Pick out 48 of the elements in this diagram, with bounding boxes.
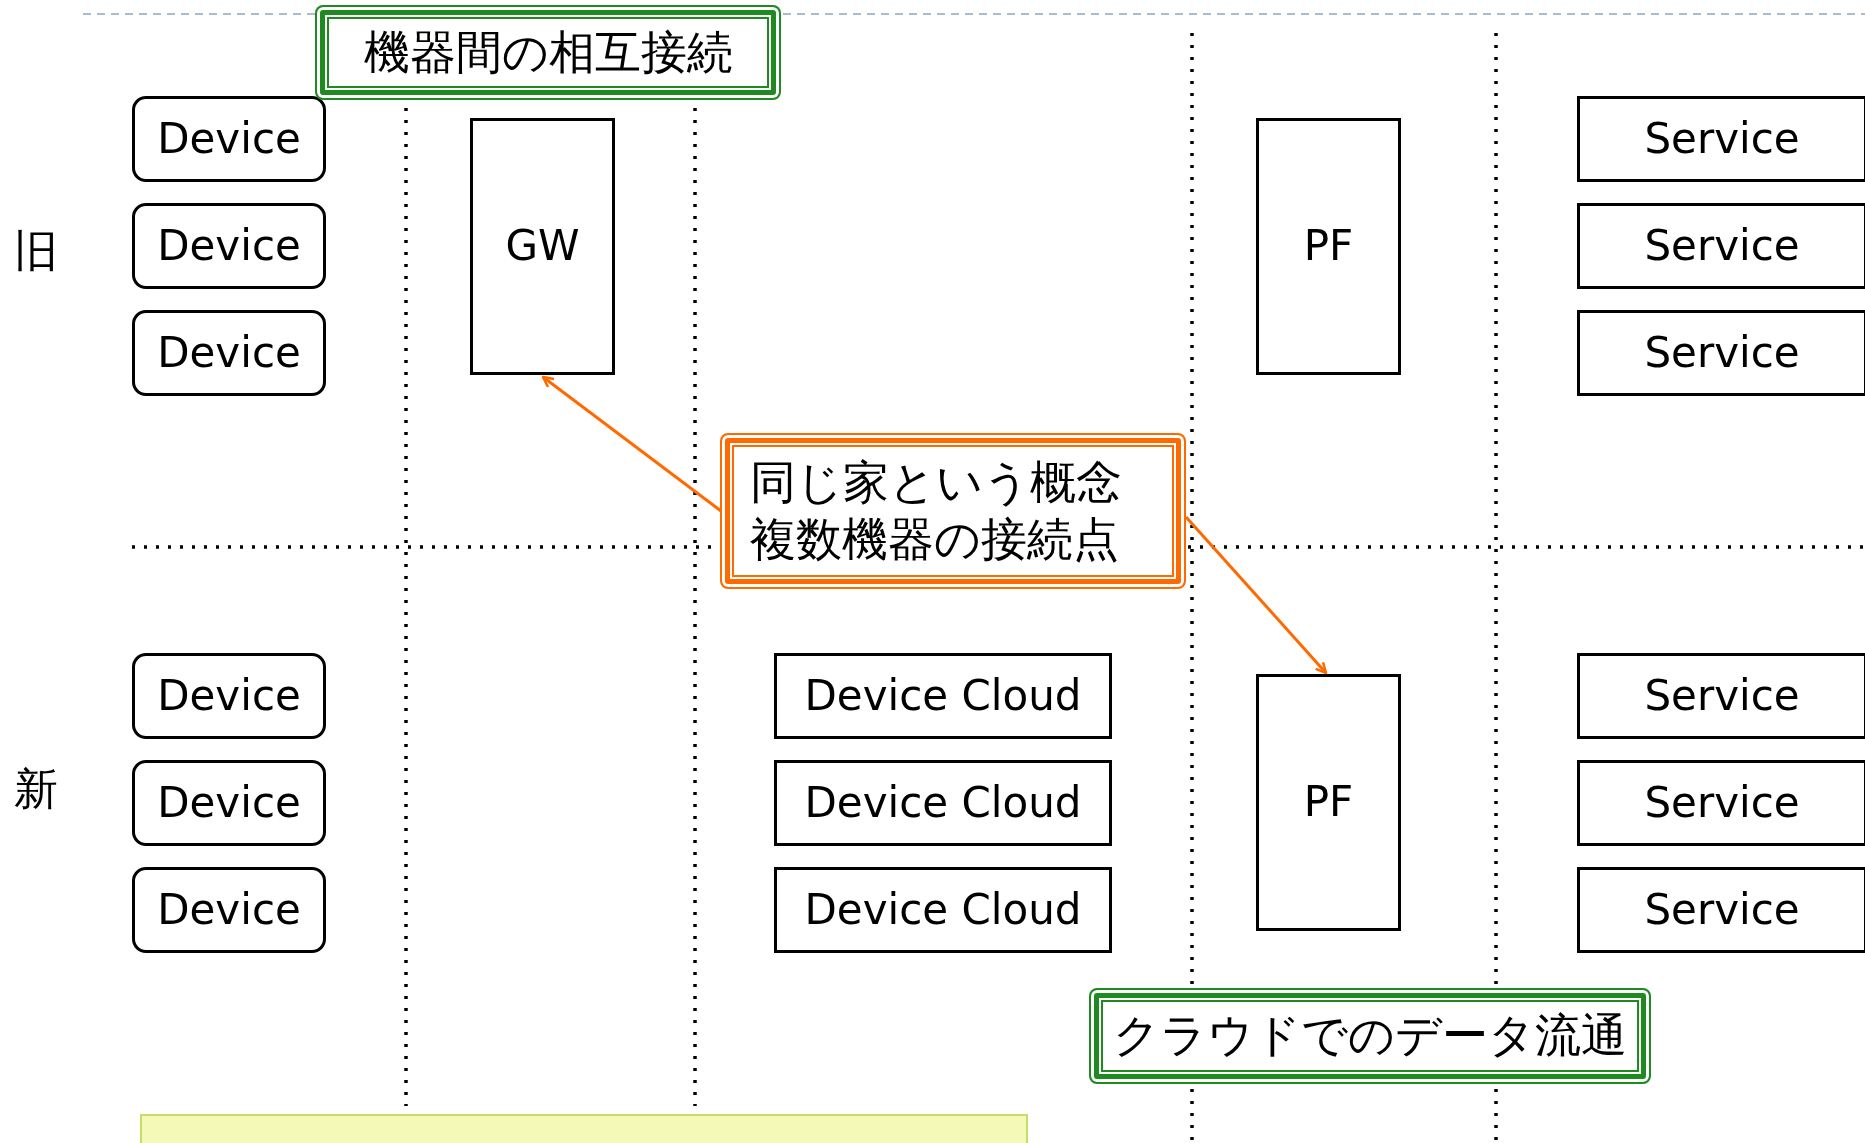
box-text: Device: [157, 885, 301, 935]
platform-box: [1256, 674, 1401, 931]
device-box: [132, 96, 326, 182]
box-text: GW: [505, 222, 580, 271]
device-box: [132, 760, 326, 846]
service-box: [1577, 867, 1865, 953]
box-text: Device Cloud: [804, 885, 1082, 935]
box-text: 複数機器の接続点: [750, 511, 1119, 568]
box-text: Service: [1644, 885, 1800, 935]
arrow: [541, 375, 722, 513]
device-box: [132, 203, 326, 289]
box-text: クラウドでのデータ流通: [1113, 1007, 1627, 1065]
service-box: [1577, 653, 1865, 739]
box-text: Device: [157, 221, 301, 271]
box-text: Service: [1644, 221, 1800, 271]
box-text: Service: [1644, 328, 1800, 378]
gateway-box: [470, 118, 615, 375]
box-text: 同じ家という概念: [750, 453, 1122, 511]
note-box: [140, 1114, 1028, 1143]
box-text: Device Cloud: [804, 778, 1082, 828]
service-box: [1577, 310, 1865, 396]
service-box: [1577, 760, 1865, 846]
arrow: [1184, 516, 1328, 675]
cloud-box: [774, 867, 1112, 953]
cloud-box: [774, 760, 1112, 846]
row-label: 旧: [14, 224, 58, 278]
box-text: Device Cloud: [804, 671, 1082, 721]
box-text: Service: [1644, 114, 1800, 164]
box-text: Service: [1644, 671, 1800, 721]
box-text: Device: [157, 671, 301, 721]
box-text: PF: [1303, 778, 1354, 827]
cloud-box: [774, 653, 1112, 739]
device-box: [132, 653, 326, 739]
box-text: PF: [1303, 222, 1354, 271]
box-text: 機器間の相互接続: [363, 23, 733, 81]
platform-box: [1256, 118, 1401, 375]
callout-box: [720, 433, 1186, 589]
row-label: 新: [14, 762, 58, 816]
box-text: Device: [157, 114, 301, 164]
box-text: Service: [1644, 778, 1800, 828]
box-text: Device: [157, 328, 301, 378]
service-box: [1577, 203, 1865, 289]
device-box: [132, 310, 326, 396]
title-box: [1089, 988, 1651, 1084]
device-box: [132, 867, 326, 953]
title-box: [315, 5, 781, 100]
service-box: [1577, 96, 1865, 182]
box-text: Device: [157, 778, 301, 828]
